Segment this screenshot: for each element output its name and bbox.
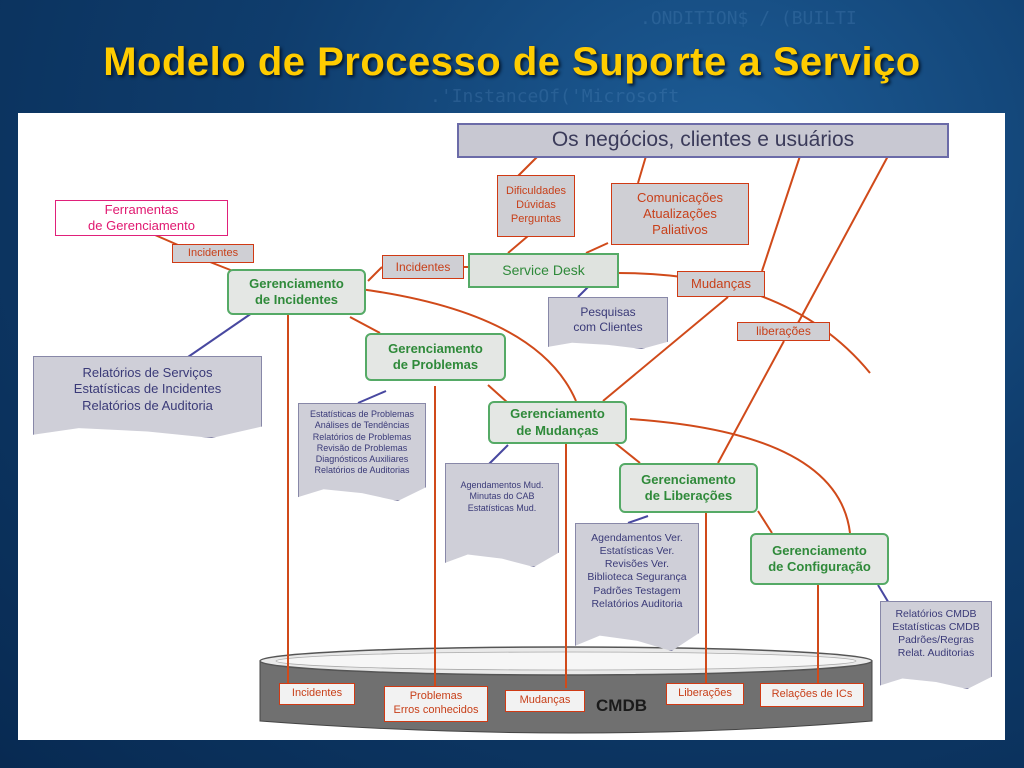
communications-updates-label: Comunicações Atualizações Paliativos: [611, 183, 749, 245]
cmdb-item-problems-known-errors: Problemas Erros conhecidos: [384, 686, 488, 722]
management-tools-box: Ferramentas de Gerenciamento: [55, 200, 228, 236]
service-reports-doc: Relatórios de Serviços Estatísticas de I…: [33, 356, 262, 438]
cmdb-item-releases: Liberações: [666, 683, 744, 705]
background-code-text: .'InstanceOf('Microsoft: [430, 86, 680, 107]
difficulties-questions-label: Dificuldades Dúvidas Perguntas: [497, 175, 575, 237]
cmdb-item-incidents: Incidentes: [279, 683, 355, 705]
diagram-panel: Os negócios, clientes e usuários Ferrame…: [18, 113, 1005, 740]
service-desk-box: Service Desk: [468, 253, 619, 288]
slide-title: Modelo de Processo de Suporte a Serviço: [103, 40, 921, 84]
problem-reports-doc: Estatísticas de Problemas Análises de Te…: [298, 403, 426, 501]
background-code-text: .ONDITION$ / (BUILTI: [640, 8, 857, 29]
customer-surveys-doc: Pesquisas com Clientes: [548, 297, 668, 349]
change-reports-doc: Agendamentos Mud. Minutas do CAB Estatís…: [445, 463, 559, 567]
release-management-box: Gerenciamento de Liberações: [619, 463, 758, 513]
cmdb-item-changes: Mudanças: [505, 690, 585, 712]
problem-management-box: Gerenciamento de Problemas: [365, 333, 506, 381]
cmdb-label: CMDB: [596, 696, 647, 715]
changes-label: Mudanças: [677, 271, 765, 297]
incidents-from-tools-label: Incidentes: [172, 244, 254, 263]
change-management-box: Gerenciamento de Mudanças: [488, 401, 627, 444]
release-reports-doc: Agendamentos Ver. Estatísticas Ver. Revi…: [575, 523, 699, 651]
configuration-reports-doc: Relatórios CMDB Estatísticas CMDB Padrõe…: [880, 601, 992, 689]
cmdb-item-ci-relations: Relações de ICs: [760, 683, 864, 707]
business-customers-users-box: Os negócios, clientes e usuários: [457, 123, 949, 158]
incident-management-box: Gerenciamento de Incidentes: [227, 269, 366, 315]
incidents-from-service-desk-label: Incidentes: [382, 255, 464, 279]
configuration-management-box: Gerenciamento de Configuração: [750, 533, 889, 585]
releases-label: liberações: [737, 322, 830, 341]
